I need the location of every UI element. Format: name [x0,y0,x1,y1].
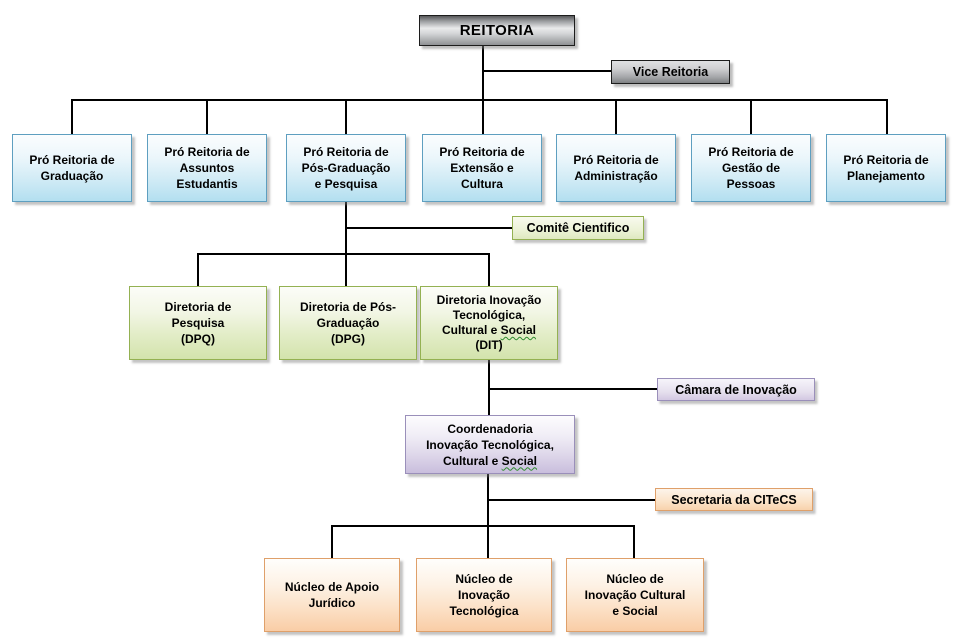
connector-line [331,525,635,527]
coordenadoria-label: Coordenadoria Inovação Tecnológica, Cult… [426,421,554,468]
connector-line [345,99,347,134]
connector-line [482,70,612,72]
connector-line [488,360,490,415]
connector-line [615,99,617,134]
connector-line [71,99,888,101]
org-node-nucleo-inovacao-tecnologica: Núcleo de Inovação Tecnológica [416,558,552,632]
org-node-vice-reitoria: Vice Reitoria [611,60,730,84]
org-node-diretoria-pos-graduacao: Diretoria de Pós- Graduação (DPG) [279,286,417,360]
diretoria-inovacao-label: Diretoria Inovação Tecnológica, Cultural… [436,293,542,352]
org-node-camara-inovacao: Câmara de Inovação [657,378,815,401]
connector-line [633,525,635,558]
org-node-diretoria-inovacao: Diretoria Inovação Tecnológica, Cultural… [420,286,558,360]
org-node-pro-reitoria-extensao-cultura: Pró Reitoria de Extensão e Cultura [422,134,542,202]
connector-line [488,388,657,390]
org-node-coordenadoria-inovacao: Coordenadoria Inovação Tecnológica, Cult… [405,415,575,474]
connector-line [345,202,347,286]
org-node-pro-reitoria-assuntos-estudantis: Pró Reitoria de Assuntos Estudantis [147,134,267,202]
connector-line [206,99,208,134]
org-node-nucleo-apoio-juridico: Núcleo de Apoio Jurídico [264,558,400,632]
connector-line [487,499,655,501]
spellcheck-underlined-word: Social [500,323,537,337]
org-node-pro-reitoria-pos-graduacao-pesquisa: Pró Reitoria de Pós-Graduação e Pesquisa [286,134,406,202]
connector-line [482,46,484,134]
org-node-diretoria-pesquisa: Diretoria de Pesquisa (DPQ) [129,286,267,360]
connector-line [750,99,752,134]
org-node-pro-reitoria-graduacao: Pró Reitoria de Graduação [12,134,132,202]
connector-line [197,253,199,286]
connector-line [345,227,512,229]
connector-line [197,253,490,255]
connector-line [331,525,333,558]
org-node-pro-reitoria-administracao: Pró Reitoria de Administração [556,134,676,202]
org-node-pro-reitoria-planejamento: Pró Reitoria de Planejamento [826,134,946,202]
org-node-pro-reitoria-gestao-pessoas: Pró Reitoria de Gestão de Pessoas [691,134,811,202]
connector-line [487,474,489,558]
org-node-secretaria-citecs: Secretaria da CITeCS [655,488,813,511]
org-node-reitoria: REITORIA [419,15,575,46]
spellcheck-underlined-word: Social [501,453,538,468]
org-node-nucleo-inovacao-cultural-social: Núcleo de Inovação Cultural e Social [566,558,704,632]
org-node-comite-cientifico: Comitê Cientifico [512,216,644,240]
connector-line [886,99,888,134]
connector-line [71,99,73,134]
connector-line [488,253,490,286]
